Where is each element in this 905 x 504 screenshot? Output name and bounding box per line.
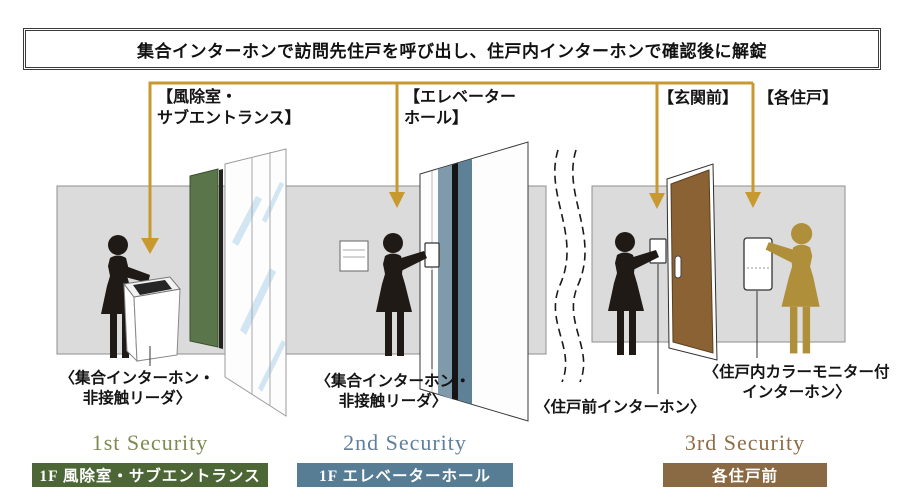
zone-label-line: ホール】: [404, 110, 469, 127]
contactless-reader-panel: [133, 280, 172, 295]
header-banner: 集合インターホンで訪問先住戸を呼び出し、住戸内インターホンで確認後に解錠: [23, 28, 881, 70]
elevator-hall-intercom: [424, 242, 440, 268]
caption-line: インターホン〉: [742, 384, 851, 401]
arrow-heads: [141, 192, 761, 254]
security-location-1st: 1F 風除室・サブエントランス: [32, 463, 268, 487]
zone-label-line: 【各住戸】: [758, 90, 839, 107]
security-location-3rd: 各住戸前: [663, 463, 827, 487]
arrow-head: [389, 192, 405, 208]
caption-room-monitor-intercom: 〈住戸内カラーモニター付 インターホン〉: [690, 363, 903, 403]
elevator-door: [419, 141, 529, 422]
caption-line: 〈集合インターホン・: [315, 373, 471, 390]
arrow-head: [141, 238, 159, 254]
security-rank-1st: 1st Security: [91, 430, 209, 455]
room-monitor-intercom: [743, 237, 773, 291]
caption-collective-intercom-2: 〈集合インターホン・ 非接触リーダ〉: [293, 372, 493, 412]
arrow-head: [745, 192, 761, 208]
zone-label-elevator-hall: 【エレベーター ホール】: [404, 87, 516, 129]
caption-front-door-intercom: 〈住戸前インターホン〉: [535, 398, 706, 418]
scene-break-squiggle: [554, 149, 586, 383]
security-location-2nd: 1F エレベーターホール: [297, 463, 513, 487]
caption-line: 〈住戸内カラーモニター付: [703, 364, 890, 381]
entrance-door: [666, 163, 718, 361]
door-handle: [674, 255, 682, 279]
flow-arrows: [148, 81, 755, 239]
glass-partition: [224, 148, 287, 417]
zone-label-line: 【エレベーター: [404, 89, 517, 106]
caption-line: 非接触リーダ〉: [338, 393, 448, 410]
security-rank-3rd: 3rd Security: [684, 430, 806, 455]
zone-label-line: サブエントランス】: [157, 110, 301, 127]
zone-label-line: 【風除室・: [157, 89, 238, 106]
subentrance-door-panel: [189, 168, 219, 348]
caption-line: 〈住戸前インターホン〉: [535, 399, 706, 416]
collective-intercom-kiosk: [123, 276, 181, 363]
caption-line: 〈集合インターホン・: [59, 370, 215, 387]
zone-label-residence: 【各住戸】: [758, 88, 838, 109]
arrow-head: [649, 193, 665, 209]
zone-label-subentrance: 【風除室・ サブエントランス】: [157, 87, 301, 129]
door-frame-edge: [219, 169, 223, 349]
caption-collective-intercom-1: 〈集合インターホン・ 非接触リーダ〉: [38, 369, 236, 409]
caption-line: 非接触リーダ〉: [82, 390, 192, 407]
security-rank-2nd: 2nd Security: [343, 430, 467, 455]
zone-label-front-door: 【玄関前】: [658, 88, 738, 109]
zone-label-line: 【玄関前】: [658, 90, 739, 107]
wall-sign: [339, 240, 369, 272]
